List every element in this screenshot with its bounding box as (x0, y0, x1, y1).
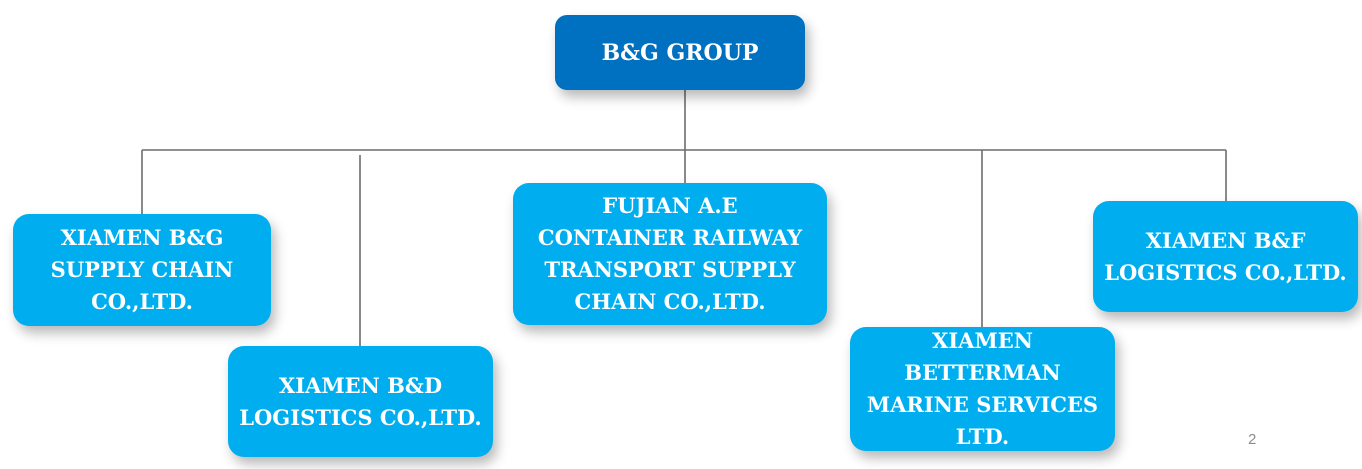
node-xiamen-bd-logistics: XIAMEN B&D LOGISTICS CO.,LTD. (228, 346, 493, 457)
node-xiamen-betterman-marine: XIAMEN BETTERMAN MARINE SERVICES LTD. (850, 327, 1115, 451)
node-fujian-ae-container-railway: FUJIAN A.E CONTAINER RAILWAY TRANSPORT S… (513, 183, 827, 325)
node-xiamen-bg-supply-chain: XIAMEN B&G SUPPLY CHAIN CO.,LTD. (13, 214, 271, 326)
node-xiamen-bf-logistics: XIAMEN B&F LOGISTICS CO.,LTD. (1093, 201, 1358, 312)
page-number: 2 (1248, 431, 1257, 448)
root-node-bg-group: B&G GROUP (555, 15, 805, 90)
